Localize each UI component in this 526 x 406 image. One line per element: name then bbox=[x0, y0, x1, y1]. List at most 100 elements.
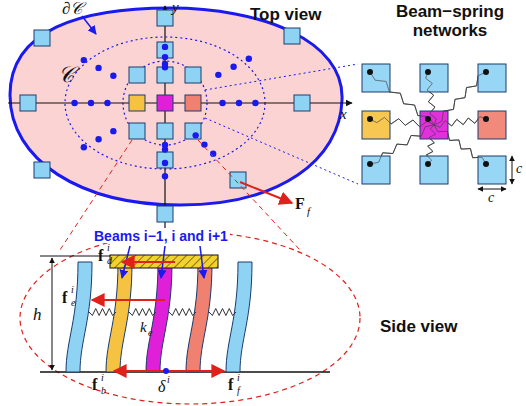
figure-part bbox=[483, 116, 489, 122]
figure-part bbox=[420, 156, 448, 184]
figure-part bbox=[425, 116, 431, 122]
figure-part bbox=[370, 72, 434, 125]
figure-part bbox=[52, 258, 53, 370]
figure-part bbox=[362, 111, 390, 139]
figure-part bbox=[246, 56, 252, 62]
force-symbol: f bbox=[98, 248, 103, 264]
figure-part bbox=[157, 95, 173, 111]
figure-part bbox=[205, 118, 358, 184]
figure-part bbox=[226, 262, 252, 372]
figure-part bbox=[129, 67, 145, 83]
figure-part bbox=[157, 123, 173, 139]
figure-part bbox=[478, 156, 506, 184]
axis-label: x bbox=[340, 107, 347, 122]
figure-part bbox=[66, 262, 252, 372]
figure-part bbox=[367, 161, 373, 167]
force-subscript: d bbox=[107, 256, 112, 266]
axis-label: y bbox=[172, 0, 179, 15]
figure-part bbox=[205, 64, 358, 90]
figure-part bbox=[478, 64, 506, 92]
boundary-label: ∂𝒞 bbox=[62, 0, 82, 17]
figure-part bbox=[110, 128, 116, 134]
force-subscript: f bbox=[307, 206, 310, 217]
dimension-label: c bbox=[488, 191, 494, 205]
figure-part bbox=[20, 232, 360, 404]
figure-part bbox=[95, 136, 101, 142]
figure-part bbox=[104, 100, 110, 106]
figure-part bbox=[185, 95, 201, 111]
figure-part bbox=[185, 67, 201, 83]
figure-part bbox=[71, 100, 77, 106]
figure-part bbox=[215, 72, 221, 78]
figure-part bbox=[294, 95, 310, 111]
figure-part bbox=[367, 116, 373, 122]
force-subscript: f bbox=[237, 386, 240, 396]
figure-part bbox=[92, 299, 165, 301]
figure-part bbox=[478, 111, 506, 139]
figure-part bbox=[81, 57, 87, 63]
figure-part bbox=[157, 152, 173, 168]
figure-part bbox=[367, 69, 373, 75]
figure-part bbox=[434, 72, 486, 125]
figure-part bbox=[164, 6, 165, 228]
figure-part bbox=[370, 117, 434, 126]
figure-part bbox=[162, 44, 168, 50]
figure-part bbox=[483, 161, 489, 167]
beams-label: Beams i−1, i and i+1 bbox=[92, 229, 230, 243]
force-subscript: b bbox=[101, 386, 106, 396]
dimension-label: c bbox=[516, 162, 522, 176]
force-symbol: f bbox=[228, 377, 233, 393]
figure-part bbox=[185, 123, 201, 139]
force-superscript: i bbox=[71, 285, 74, 295]
figure-part bbox=[230, 64, 236, 70]
figure-part bbox=[186, 262, 212, 372]
figure-part bbox=[162, 54, 168, 60]
figure-part bbox=[434, 125, 486, 164]
figure-part bbox=[129, 123, 145, 139]
figure-part bbox=[146, 262, 172, 372]
figure-part bbox=[230, 172, 246, 188]
figure-part bbox=[434, 117, 486, 128]
figure-part bbox=[114, 370, 165, 372]
figure-part bbox=[284, 28, 300, 44]
figure-part bbox=[162, 142, 168, 148]
figure-part bbox=[219, 100, 225, 106]
view-title: Top view bbox=[250, 6, 321, 23]
figure-part bbox=[157, 206, 173, 222]
figure-part bbox=[163, 368, 169, 374]
displacement-superscript: i bbox=[167, 375, 170, 385]
figure-part bbox=[66, 262, 92, 372]
figure-part bbox=[106, 262, 132, 372]
region-label: 𝒞 bbox=[58, 64, 74, 86]
figure-part bbox=[478, 189, 506, 190]
figure-part bbox=[362, 156, 390, 184]
force-superscript: i bbox=[101, 373, 104, 383]
figure-part bbox=[425, 161, 431, 167]
figure-part bbox=[209, 309, 236, 316]
figure-part bbox=[426, 72, 437, 125]
figure-part bbox=[81, 144, 87, 150]
inset-title: Beam−spring networks bbox=[380, 3, 520, 40]
figure-part bbox=[10, 8, 342, 205]
force-superscript: i bbox=[107, 243, 110, 253]
figure-part bbox=[89, 309, 116, 316]
figure-part bbox=[157, 10, 173, 26]
figure-part bbox=[34, 30, 50, 46]
figure-part bbox=[129, 95, 145, 111]
figure-part bbox=[82, 16, 96, 34]
force-symbol: f bbox=[92, 377, 97, 393]
figure-part bbox=[240, 182, 292, 203]
figure-part bbox=[129, 309, 156, 316]
force-subscript: e bbox=[71, 298, 75, 308]
dimension-label: h bbox=[33, 306, 42, 323]
figure-part bbox=[512, 156, 513, 184]
figure-part bbox=[95, 65, 101, 71]
figure-part bbox=[483, 69, 489, 75]
figure-part bbox=[162, 173, 168, 179]
displacement-symbol: δ bbox=[158, 379, 165, 395]
figure-part bbox=[420, 64, 448, 92]
figure-part bbox=[200, 246, 204, 278]
figure-part bbox=[192, 132, 198, 138]
force-symbol: f bbox=[62, 290, 67, 306]
